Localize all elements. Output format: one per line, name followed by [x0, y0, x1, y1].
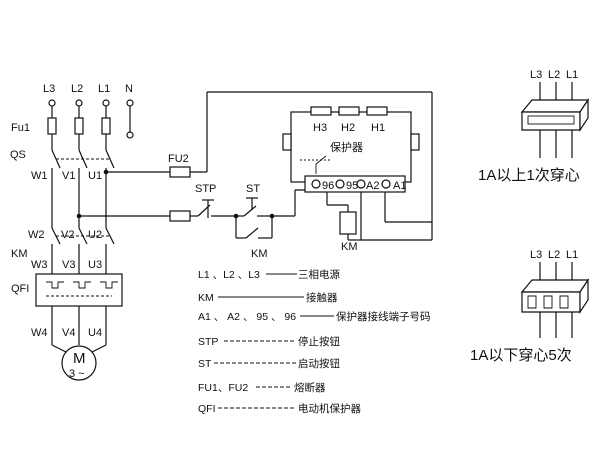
ct-above-caption: 1A以上1次穿心	[478, 167, 580, 184]
control-circuit: FU2 STP ST KM	[79, 91, 433, 260]
breaker-element-l2	[73, 281, 91, 289]
ct-below-body	[521, 291, 581, 313]
legend-text-6: 电动机保护器	[298, 402, 361, 415]
km-contact-l1	[105, 227, 115, 245]
protector-body	[290, 111, 412, 183]
st-label: ST	[246, 183, 260, 195]
ct-below-label-l3: L3	[530, 249, 542, 261]
ct-above-label-l2: L2	[548, 69, 560, 81]
terminal-l2	[75, 99, 83, 107]
row3-label-v3: V3	[62, 259, 75, 271]
fu2-label: FU2	[168, 153, 189, 165]
row1-label-u1: U1	[88, 170, 102, 182]
legend: L1 、L2 、L3 三相电源 KM 接触器 A1 、 A2 、 95 、 96…	[198, 268, 431, 415]
control-fuse-2	[169, 210, 191, 222]
ct-below-windings	[527, 295, 569, 309]
breaker-label: QFI	[11, 283, 29, 295]
terminal-n-lower	[126, 131, 134, 139]
fu2-fuse	[169, 166, 191, 178]
breaker-element-l1	[100, 281, 118, 289]
terminal-l1	[102, 99, 110, 107]
legend-text-4: 启动按钮	[298, 357, 340, 370]
terminal-a2: A2	[366, 180, 379, 192]
ct-above-body-top	[520, 99, 590, 113]
legend-key-0: L1 、L2 、L3	[198, 269, 260, 281]
terminal-l3	[48, 99, 56, 107]
legend-key-4: ST	[198, 358, 212, 370]
coil-label: KM	[341, 241, 358, 253]
ct-below-1a: L3 L2 L1 1A以下穿心5次	[470, 249, 590, 364]
row3-label-u3: U3	[88, 259, 102, 271]
ct-below-body-top	[520, 279, 590, 293]
legend-text-2: 保护器接线端子号码	[336, 310, 431, 323]
legend-key-2: A1 、 A2 、 95 、 96	[198, 311, 296, 323]
row1-label-v1: V1	[62, 170, 75, 182]
legend-text-0: 三相电源	[298, 268, 340, 281]
ct-below-label-l2: L2	[548, 249, 560, 261]
ct-above-1a: L3 L2 L1 1A以上1次穿心	[478, 69, 590, 184]
breaker-box	[35, 273, 123, 307]
km-coil	[339, 211, 357, 235]
legend-key-6: QFI	[198, 403, 216, 415]
fuse-l3	[47, 117, 57, 135]
terminal-95: 95	[346, 180, 358, 192]
ct-below-label-l1: L1	[566, 249, 578, 261]
row2-label-w2: W2	[28, 229, 45, 241]
ct-above-label-l3: L3	[530, 69, 542, 81]
terminal-n	[126, 99, 134, 107]
terminal-h2: H2	[341, 122, 355, 134]
row2-label-u2: U2	[88, 229, 102, 241]
fuse-l2	[74, 117, 84, 135]
legend-text-5: 熔断器	[294, 381, 326, 394]
km-switch-label: KM	[251, 248, 268, 260]
ct-above-label-l1: L1	[566, 69, 578, 81]
phase-label-l3: L3	[43, 83, 55, 95]
qs-blade-l1	[105, 149, 115, 169]
fuse-label: Fu1	[11, 122, 30, 134]
legend-key-1: KM	[198, 292, 214, 304]
screw-96	[311, 179, 321, 189]
terminal-h3: H3	[313, 122, 327, 134]
terminal-a1: A1	[393, 180, 406, 192]
legend-key-5: FU1、FU2	[198, 382, 248, 394]
row3-label-w3: W3	[31, 259, 48, 271]
legend-text-3: 停止按钮	[298, 335, 340, 348]
km-hold-contact	[245, 227, 259, 239]
phase-label-n: N	[125, 83, 133, 95]
legend-text-1: 接触器	[306, 291, 338, 304]
row4-label-w4: W4	[31, 327, 48, 339]
contactor-label: KM	[11, 248, 28, 260]
phase-label-l1: L1	[98, 83, 110, 95]
row2-label-v2: V2	[61, 229, 74, 241]
stp-label: STP	[195, 183, 216, 195]
power-circuit: L3 L2 L1 N Fu1 QS W1 V1 U1	[10, 83, 134, 381]
row1-label-w1: W1	[31, 170, 48, 182]
st-contact	[243, 205, 257, 217]
fuse-l1	[101, 117, 111, 135]
terminal-96: 96	[322, 180, 334, 192]
motor-symbol	[61, 345, 97, 381]
ct-above-body	[521, 111, 581, 131]
terminal-h1: H1	[371, 122, 385, 134]
row4-label-v4: V4	[62, 327, 75, 339]
phase-label-l2: L2	[71, 83, 83, 95]
protector-device: H3 H2 H1 保护器 96 95 A2 A1	[282, 106, 420, 193]
ct-below-caption: 1A以下穿心5次	[470, 347, 572, 364]
breaker-element-l3	[46, 281, 64, 289]
legend-key-3: STP	[198, 336, 218, 348]
protector-name: 保护器	[330, 140, 363, 154]
row4-label-u4: U4	[88, 327, 102, 339]
switch-label: QS	[10, 149, 26, 161]
motor-phase-label: 3 ~	[69, 368, 85, 380]
motor-label: M	[73, 350, 86, 367]
